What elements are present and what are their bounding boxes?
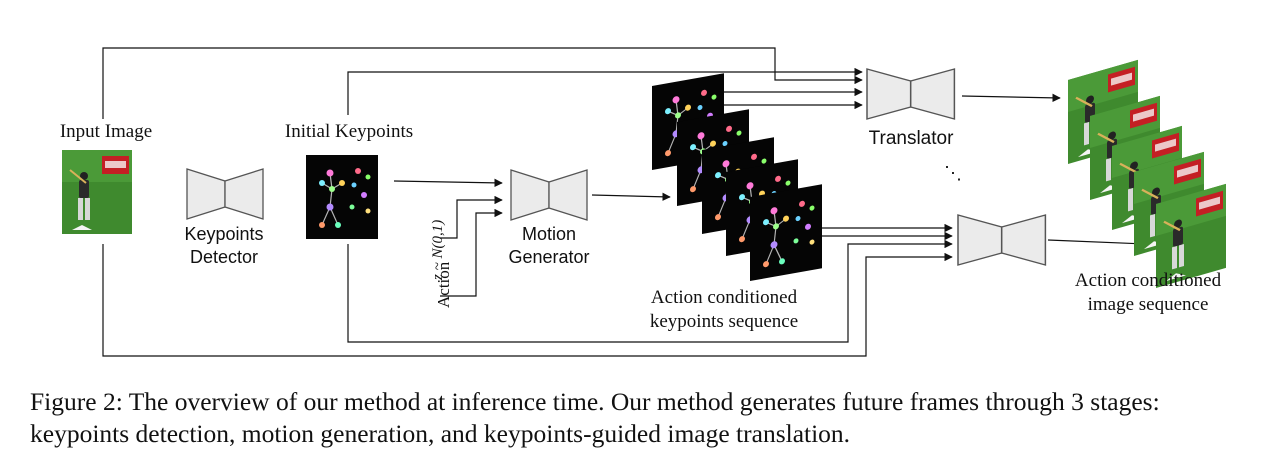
keypoints-detector-label-line2: Detector <box>189 247 259 267</box>
keypoints-sequence-label-line1: Action conditioned <box>650 287 798 308</box>
input-image-label: Input Image <box>59 121 153 142</box>
sequence-to-translator-connectors <box>720 87 863 110</box>
output-image-stack <box>1066 58 1228 290</box>
bottom-translator-to-output-arrow <box>1047 239 1147 248</box>
translator-label: Translator <box>868 128 954 149</box>
action-input-label: Action <box>434 261 453 308</box>
keypoints-to-motion-generator-arrow <box>393 178 503 188</box>
sequence-to-bottom-translator-connectors <box>822 223 953 241</box>
bottom-translator-network-icon <box>957 214 1047 266</box>
initial-keypoints-image <box>305 154 379 240</box>
motion-generator-network-icon <box>510 169 588 221</box>
initial-keypoints-label: Initial Keypoints <box>284 121 414 142</box>
figure-caption: Figure 2: The overview of our method at … <box>30 387 1160 448</box>
keypoints-detector-label-line1: Keypoints <box>184 224 264 244</box>
action-to-motion-generator-arrow <box>440 208 503 297</box>
keypoints-detector-network-icon <box>186 168 264 220</box>
image-sequence-label-line2: image sequence <box>1087 294 1209 315</box>
keypoints-to-translator-connector <box>347 67 863 115</box>
input-to-bottom-translator-connector <box>102 244 953 357</box>
ellipsis-label: ⋱ <box>944 163 962 183</box>
translator-to-output-arrow <box>961 93 1061 103</box>
motion-generator-label-line2: Generator <box>508 247 590 267</box>
image-sequence-label-line1: Action conditioned <box>1074 270 1222 291</box>
noise-to-motion-generator-arrow <box>440 195 503 239</box>
keypoints-sequence-label-line2: keypoints sequence <box>649 311 799 332</box>
input-to-translator-connector <box>102 47 863 119</box>
motion-generator-to-sequence-arrow <box>591 192 671 202</box>
keypoints-to-bottom-translator-connector <box>347 239 953 343</box>
translator-network-icon <box>866 68 956 120</box>
motion-generator-label-line1: Motion <box>521 224 577 244</box>
keypoints-frame <box>749 183 823 282</box>
input-image <box>61 149 133 235</box>
